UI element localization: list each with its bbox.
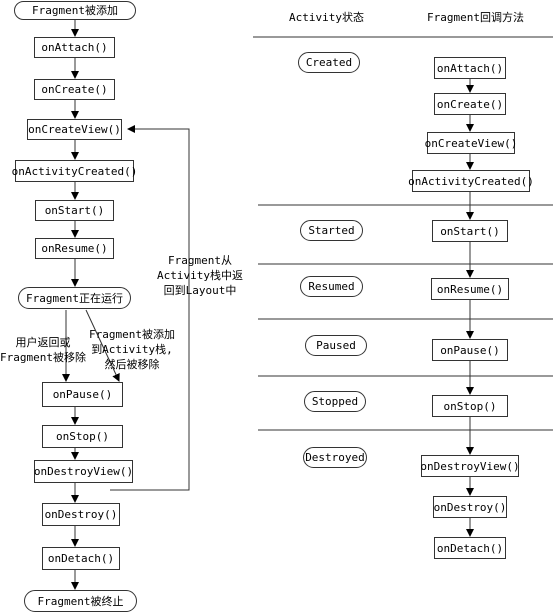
on-resume-node: onResume() bbox=[35, 238, 114, 259]
r-on-start-node: onStart() bbox=[432, 220, 508, 242]
branch-label-user-back: 用户返回或 Fragment被移除 bbox=[0, 336, 86, 364]
on-create-node: onCreate() bbox=[34, 79, 115, 100]
arrow-return-loop bbox=[110, 125, 190, 491]
r-on-activity-created-node: onActivityCreated() bbox=[408, 170, 534, 192]
header-fragment-callbacks: Fragment回调方法 bbox=[427, 11, 524, 24]
r-on-detach-node: onDetach() bbox=[434, 537, 506, 559]
on-pause-node: onPause() bbox=[42, 382, 123, 407]
on-activity-created-node: onActivityCreated() bbox=[12, 160, 137, 182]
r-on-pause-node: onPause() bbox=[432, 339, 508, 361]
state-started: Started bbox=[300, 220, 363, 241]
r-on-destroy-node: onDestroy() bbox=[433, 496, 507, 518]
fragment-added-node: Fragment被添加 bbox=[14, 1, 136, 20]
arrow-running-to-pause-right bbox=[85, 309, 120, 382]
on-stop-node: onStop() bbox=[42, 425, 123, 448]
r-on-destroy-view-node: onDestroyView() bbox=[420, 455, 520, 477]
r-on-create-node: onCreate() bbox=[434, 93, 506, 115]
state-stopped: Stopped bbox=[304, 391, 366, 412]
on-start-node: onStart() bbox=[35, 200, 114, 221]
return-loop-label: Fragment从 Activity栈中返 回到Layout中 bbox=[157, 254, 243, 297]
r-on-resume-node: onResume() bbox=[431, 278, 509, 300]
on-destroy-node: onDestroy() bbox=[42, 503, 120, 526]
state-resumed: Resumed bbox=[300, 276, 363, 297]
state-destroyed: Destroyed bbox=[303, 447, 367, 468]
header-activity-state: Activity状态 bbox=[289, 11, 364, 24]
fragment-terminated-node: Fragment被终止 bbox=[24, 590, 137, 612]
on-create-view-node: onCreateView() bbox=[27, 119, 122, 140]
state-paused: Paused bbox=[305, 335, 367, 356]
r-on-attach-node: onAttach() bbox=[434, 57, 506, 79]
r-on-stop-node: onStop() bbox=[432, 395, 508, 417]
on-destroy-view-node: onDestroyView() bbox=[34, 460, 133, 483]
branch-label-back-stack: Fragment被添加 到Activity栈, 然后被移除 bbox=[89, 328, 175, 371]
on-attach-node: onAttach() bbox=[34, 37, 115, 58]
r-on-create-view-node: onCreateView() bbox=[425, 132, 517, 154]
fragment-running-node: Fragment正在运行 bbox=[18, 287, 131, 309]
state-created: Created bbox=[298, 52, 360, 73]
on-detach-node: onDetach() bbox=[42, 547, 120, 570]
